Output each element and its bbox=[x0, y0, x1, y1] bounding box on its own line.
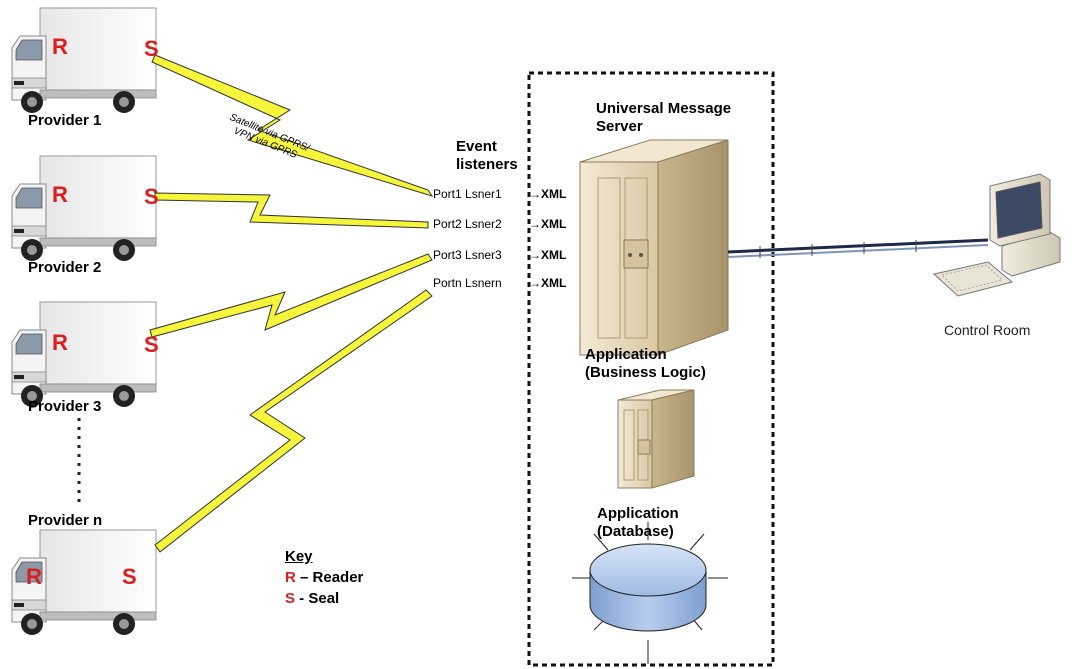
provider-3-reader-label: R bbox=[52, 330, 68, 355]
server-title: Universal Message Server bbox=[596, 100, 731, 136]
key-reader-letter: R bbox=[285, 569, 296, 586]
server-to-control-room-link bbox=[727, 238, 989, 258]
key-reader-text: – Reader bbox=[295, 569, 364, 586]
lightning-link-2 bbox=[154, 192, 429, 229]
application-business-line-2: (Business Logic) bbox=[585, 364, 706, 381]
database-icon bbox=[572, 522, 728, 664]
application-business-line-1: Application bbox=[585, 346, 667, 363]
port-2-xml: XML bbox=[541, 217, 567, 231]
provider-2-seal-label: S bbox=[144, 184, 159, 209]
provider-1-reader-label: R bbox=[52, 34, 68, 59]
provider-3-seal-label: S bbox=[144, 332, 159, 357]
port-1-label: Port1 Lsner1 bbox=[433, 187, 502, 201]
server-title-line-2: Server bbox=[596, 118, 643, 135]
provider-3-label: Provider 3 bbox=[28, 398, 102, 415]
control-room-computer-icon bbox=[932, 173, 1061, 297]
control-room-label: Control Room bbox=[944, 322, 1031, 338]
provider-n-label: Provider n bbox=[28, 512, 103, 529]
truck-provider-2 bbox=[11, 155, 157, 262]
port-3-xml: XML bbox=[541, 248, 567, 262]
key-seal-letter: S bbox=[285, 590, 296, 607]
provider-1-seal-label: S bbox=[144, 36, 159, 61]
application-database-line-1: Application bbox=[597, 505, 679, 522]
lightning-link-1 bbox=[151, 54, 434, 197]
provider-n-seal-label: S bbox=[122, 564, 137, 589]
key-seal-entry: S - Seal bbox=[285, 590, 339, 607]
port-1-arrow: → bbox=[529, 187, 541, 201]
provider-1-label: Provider 1 bbox=[28, 112, 102, 129]
port-n-arrow: → bbox=[529, 276, 541, 290]
lightning-link-n bbox=[154, 289, 433, 553]
key-reader-entry: R – Reader bbox=[285, 569, 363, 586]
port-1-xml: XML bbox=[541, 187, 567, 201]
key-seal-text: - Seal bbox=[295, 590, 340, 607]
port-3-arrow: → bbox=[529, 248, 541, 262]
port-2-label: Port2 Lsner2 bbox=[433, 217, 502, 231]
port-2-arrow: → bbox=[529, 217, 541, 231]
port-n-label: Portn Lsnern bbox=[433, 276, 502, 290]
universal-message-server-icon bbox=[579, 139, 729, 356]
application-business-logic-label: Application (Business Logic) bbox=[585, 346, 706, 382]
event-listeners-line-2: listeners bbox=[456, 156, 518, 173]
key-title: Key bbox=[285, 548, 313, 565]
lightning-link-3 bbox=[149, 253, 433, 338]
provider-2-label: Provider 2 bbox=[28, 259, 102, 276]
server-boundary bbox=[527, 71, 775, 667]
event-listeners-line-1: Event bbox=[456, 138, 497, 155]
application-database-label: Application (Database) bbox=[597, 505, 679, 541]
port-n-xml: XML bbox=[541, 276, 567, 290]
business-logic-server-icon bbox=[617, 389, 695, 489]
truck-provider-3 bbox=[11, 301, 157, 408]
provider-2-reader-label: R bbox=[52, 182, 68, 207]
port-3-label: Port3 Lsner3 bbox=[433, 248, 502, 262]
event-listeners-title: Event listeners bbox=[456, 138, 518, 174]
server-title-line-1: Universal Message bbox=[596, 100, 732, 117]
truck-provider-1 bbox=[11, 7, 157, 114]
provider-n-reader-label: R bbox=[26, 564, 42, 589]
application-database-line-2: (Database) bbox=[597, 523, 674, 540]
